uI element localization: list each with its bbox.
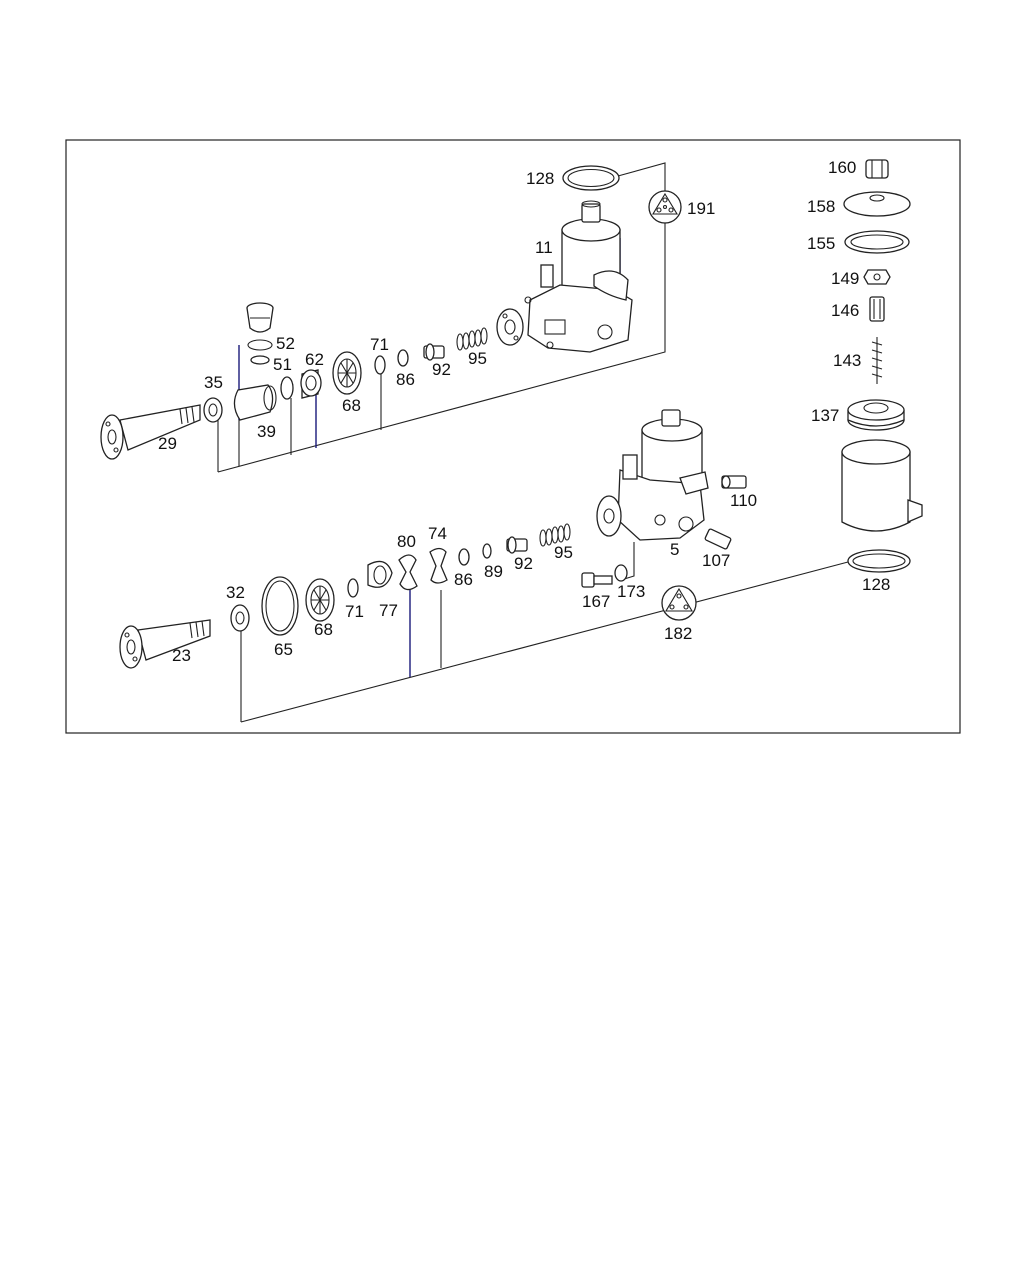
callout-107: 107 (702, 551, 730, 570)
washer-173 (614, 564, 628, 582)
callout-182: 182 (664, 624, 692, 643)
callout-158: 158 (807, 197, 835, 216)
union-110 (721, 475, 747, 489)
spring-95-upper (456, 327, 488, 351)
callout-52: 52 (276, 334, 295, 353)
callout-74: 74 (428, 524, 447, 543)
cover-plate-191 (648, 190, 682, 224)
o-ring-51 (250, 355, 270, 365)
diagram-frame (65, 139, 961, 734)
valve-92-lower (506, 536, 528, 554)
callout-35: 35 (204, 373, 223, 392)
callout-173: 173 (617, 582, 645, 601)
callout-68-upper: 68 (342, 396, 361, 415)
ring-86-lower (458, 548, 470, 566)
callout-80: 80 (397, 532, 416, 551)
callout-160: 160 (828, 158, 856, 177)
spring-143 (871, 337, 883, 384)
bolt-167 (581, 572, 613, 588)
reservoir-housing (841, 439, 923, 532)
callout-149: 149 (831, 269, 859, 288)
bearing-35 (203, 397, 223, 423)
callout-143: 143 (833, 351, 861, 370)
bearing-62 (300, 369, 322, 399)
rotor-68-lower (305, 578, 335, 622)
callout-137: 137 (811, 406, 839, 425)
snap-ring-71-lower (347, 578, 359, 598)
snap-ring-71-upper (374, 355, 386, 375)
callout-128-upper: 128 (526, 169, 554, 188)
plate-80 (398, 554, 418, 591)
callout-146: 146 (831, 301, 859, 320)
callout-62: 62 (305, 350, 324, 369)
callout-89: 89 (484, 562, 503, 581)
callout-71-lower: 71 (345, 602, 364, 621)
callout-167: 167 (582, 592, 610, 611)
callout-23: 23 (172, 646, 191, 665)
callout-110: 110 (730, 491, 757, 510)
callout-92-lower: 92 (514, 554, 533, 573)
seal-ring-65 (261, 576, 299, 636)
drive-shaft-29 (100, 404, 201, 460)
seal-ring-128-lower (847, 549, 911, 573)
callout-51: 51 (273, 355, 292, 374)
callout-92-upper: 92 (432, 360, 451, 379)
callout-32: 32 (226, 583, 245, 602)
valve-92-upper (423, 343, 445, 361)
callout-155: 155 (807, 234, 835, 253)
power-steering-pump-5 (596, 409, 709, 541)
spring-95-lower (539, 523, 571, 547)
plate-74 (429, 547, 448, 584)
reference-lines (217, 162, 849, 723)
seal-ring-128-upper (562, 165, 620, 191)
power-steering-pump-11 (496, 200, 633, 353)
drive-shaft-23 (119, 619, 211, 669)
callout-11: 11 (535, 238, 553, 257)
bearing-32 (230, 604, 250, 632)
gasket-155 (844, 230, 910, 254)
nut-160 (865, 159, 889, 179)
cover-158 (843, 191, 911, 217)
callout-68-lower: 68 (314, 620, 333, 639)
callout-95-lower: 95 (554, 543, 573, 562)
callout-65: 65 (274, 640, 293, 659)
filter-element-137 (847, 399, 905, 431)
callout-39: 39 (257, 422, 276, 441)
callout-29: 29 (158, 434, 177, 453)
callout-77: 77 (379, 601, 398, 620)
nut-149 (863, 269, 891, 285)
callout-86-lower: 86 (454, 570, 473, 589)
callout-86-upper: 86 (396, 370, 415, 389)
callout-191: 191 (687, 199, 715, 218)
callout-95-upper: 95 (468, 349, 487, 368)
seal-ring-39 (280, 376, 294, 400)
ring-89 (482, 543, 492, 559)
cam-ring-77 (367, 560, 393, 588)
filter-146 (869, 296, 885, 322)
rotor-68-upper (332, 351, 362, 395)
ring-86-upper (397, 349, 409, 367)
callout-labels: 128 191 11 52 51 62 71 35 86 92 95 68 39… (158, 158, 890, 665)
callout-71-upper: 71 (370, 335, 389, 354)
callout-5: 5 (670, 540, 679, 559)
callout-128-lower: 128 (862, 575, 890, 594)
cover-plate-182 (661, 585, 697, 621)
union-107 (704, 528, 732, 550)
housing-35 (233, 384, 277, 421)
plug-52 (246, 302, 274, 351)
